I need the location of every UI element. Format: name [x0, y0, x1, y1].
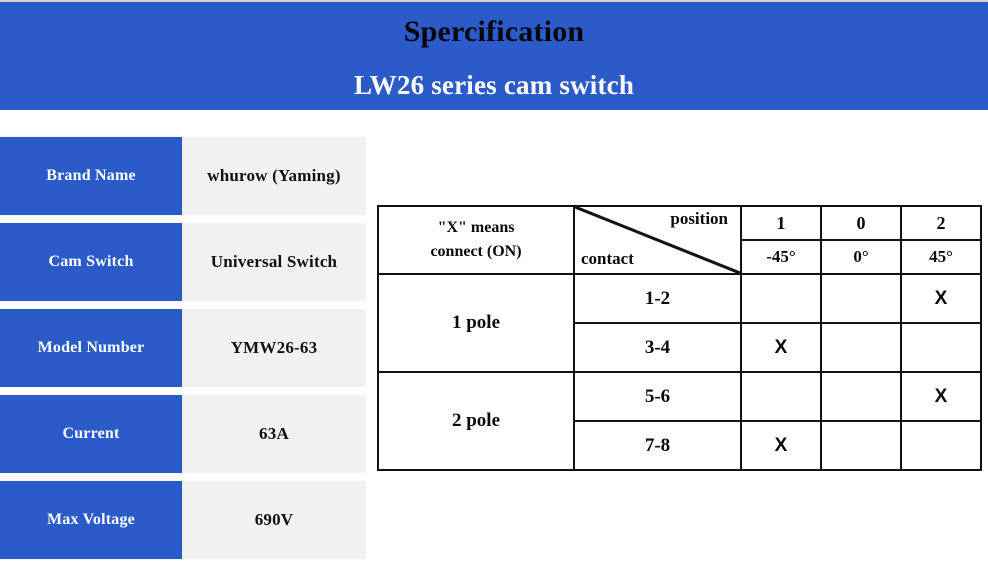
contact-pair-3-4: 3-4	[573, 322, 742, 373]
spec-value-brand-name: whurow (Yaming)	[182, 137, 366, 215]
top-divider	[0, 0, 988, 2]
table-row: 3-4 X	[378, 322, 982, 373]
specification-table: Brand Name whurow (Yaming) Cam Switch Un…	[0, 137, 366, 567]
mark-cell-3-4-minus45: X	[740, 322, 822, 373]
spec-label-brand-name: Brand Name	[0, 137, 182, 215]
legend-note: "X" means connect (ON)	[377, 205, 575, 275]
contact-position-table: "X" means connect (ON) position contact …	[377, 205, 982, 471]
spec-value-cam-switch: Universal Switch	[182, 223, 366, 301]
legend-note-line2: connect (ON)	[430, 243, 522, 260]
table-row: Current 63A	[0, 395, 366, 473]
mark-cell-3-4-0	[820, 322, 902, 373]
spec-label-max-voltage: Max Voltage	[0, 481, 182, 559]
contact-pair-5-6: 5-6	[573, 371, 742, 422]
position-header-2: 2	[900, 205, 982, 241]
contact-pair-7-8: 7-8	[573, 420, 742, 471]
spec-label-current: Current	[0, 395, 182, 473]
page-title: Spercification	[403, 15, 585, 48]
spec-label-cam-switch: Cam Switch	[0, 223, 182, 301]
spec-value-current: 63A	[182, 395, 366, 473]
angle-header-minus45: -45°	[740, 239, 822, 275]
table-row: Cam Switch Universal Switch	[0, 223, 366, 301]
mark-cell-5-6-0	[820, 371, 902, 422]
position-header-0: 0	[820, 205, 902, 241]
position-header-1: 1	[740, 205, 822, 241]
mark-cell-1-2-0	[820, 273, 902, 324]
table-row: 2 pole 5-6 X	[377, 371, 982, 471]
spec-value-max-voltage: 690V	[182, 481, 366, 559]
mark-cell-3-4-45	[900, 322, 982, 373]
contact-pair-1-2: 1-2	[573, 273, 742, 324]
mark-cell-1-2-45: X	[900, 273, 982, 324]
diagonal-header-cell: position contact	[573, 205, 742, 275]
mark-cell-5-6-45: X	[900, 371, 982, 422]
mark-cell-5-6-minus45	[740, 371, 822, 422]
table-header-row: "X" means connect (ON) position contact …	[377, 205, 982, 275]
mark-cell-7-8-minus45: X	[740, 420, 822, 471]
pole-label-2-pole: 2 pole	[377, 371, 575, 471]
angle-header-45: 45°	[900, 239, 982, 275]
title-banner: Spercification LW26 series cam switch	[0, 2, 988, 110]
angle-header-0: 0°	[820, 239, 902, 275]
table-row: 7-8 X	[378, 420, 982, 471]
table-angle-row: -45° 0° 45°	[378, 239, 982, 275]
table-row: Max Voltage 690V	[0, 481, 366, 559]
table-row: Model Number YMW26-63	[0, 309, 366, 387]
legend-note-line1: "X" means	[437, 219, 515, 236]
page-subtitle: LW26 series cam switch	[353, 70, 635, 100]
table-row: 1 pole 1-2 X	[377, 273, 982, 373]
pole-label-1-pole: 1 pole	[377, 273, 575, 373]
spec-label-model-number: Model Number	[0, 309, 182, 387]
header-label-contact: contact	[581, 249, 634, 268]
diagonal-divider-line	[576, 208, 739, 272]
mark-cell-1-2-minus45	[740, 273, 822, 324]
table-row: Brand Name whurow (Yaming)	[0, 137, 366, 215]
spec-value-model-number: YMW26-63	[182, 309, 366, 387]
mark-cell-7-8-0	[820, 420, 902, 471]
mark-cell-7-8-45	[900, 420, 982, 471]
header-label-position: position	[670, 209, 728, 228]
